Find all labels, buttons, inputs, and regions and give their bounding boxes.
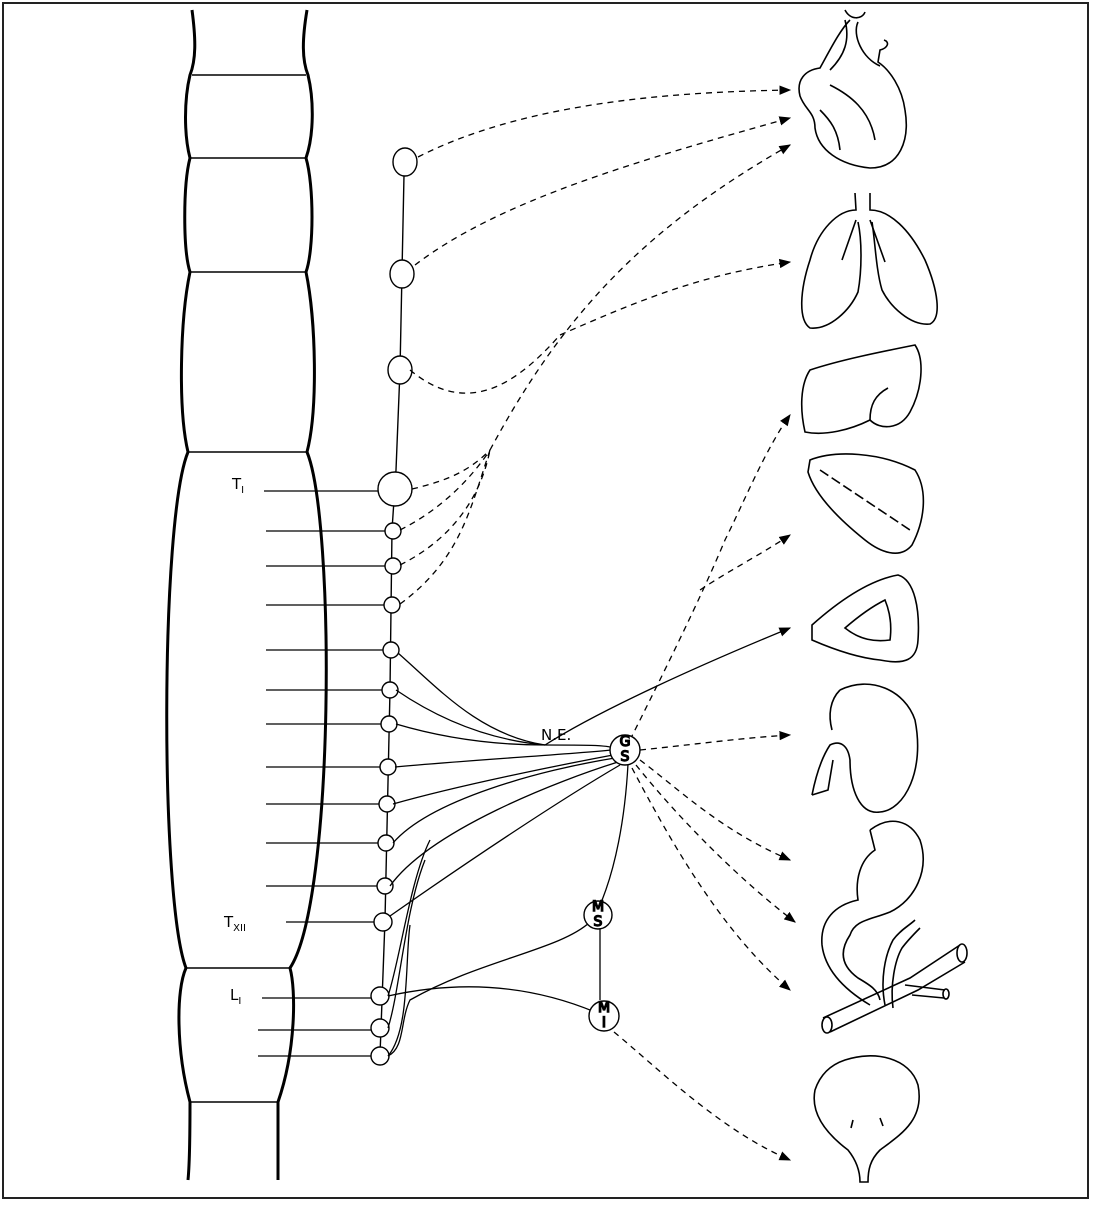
heart-icon — [799, 10, 906, 168]
chain-ganglion — [382, 682, 398, 698]
chain-ganglion — [380, 759, 396, 775]
chain-ganglion — [393, 148, 417, 176]
superior-mesenteric-ganglion-ms: M S — [584, 899, 612, 930]
prevertebral-ganglia: G S M S M I — [584, 734, 640, 1031]
label-ne: N.E. — [541, 726, 571, 744]
svg-text:S: S — [594, 914, 603, 930]
chain-ganglion — [378, 472, 412, 506]
stomach-icon — [822, 821, 923, 1005]
inferior-mesenteric-ganglion-mi: M I — [589, 1000, 619, 1031]
chain-ganglion — [371, 1019, 389, 1037]
spleen-icon — [808, 454, 923, 553]
spinal-nerve-roots — [258, 491, 386, 1056]
chain-ganglion — [385, 558, 401, 574]
chain-ganglion — [378, 835, 394, 851]
segment-dividers — [186, 75, 307, 1102]
svg-text:S: S — [621, 749, 630, 765]
chain-ganglion — [374, 913, 392, 931]
target-organs — [799, 10, 967, 1182]
segment-labels: TI TXII LI — [223, 475, 246, 1007]
pancreas-icon — [812, 575, 918, 662]
chain-ganglion — [385, 523, 401, 539]
lungs-icon — [802, 193, 937, 328]
intestine-icon — [822, 920, 967, 1033]
kidney-icon — [812, 684, 918, 812]
label-t12: TXII — [223, 913, 246, 934]
spinal-cord — [167, 10, 327, 1180]
bladder-icon — [814, 1056, 919, 1182]
svg-text:M: M — [598, 1000, 610, 1016]
svg-text:M: M — [592, 899, 604, 915]
chain-ganglion — [384, 597, 400, 613]
liver-icon — [802, 345, 921, 433]
label-l1: LI — [230, 986, 241, 1007]
celiac-ganglion-gs: G S — [610, 734, 640, 765]
chain-ganglion — [388, 356, 412, 384]
chain-ganglion — [381, 716, 397, 732]
chain-ganglion — [371, 987, 389, 1005]
label-t1: TI — [231, 475, 244, 496]
chain-ganglion — [371, 1047, 389, 1065]
svg-text:I: I — [602, 1015, 606, 1031]
spinal-cord-right-edge — [278, 10, 326, 1180]
svg-text:G: G — [620, 734, 631, 750]
chain-ganglion — [379, 796, 395, 812]
preganglionic-fibres — [388, 628, 790, 1056]
chain-ganglion — [390, 260, 414, 288]
figure-frame — [3, 3, 1088, 1198]
spinal-cord-left-edge — [167, 10, 195, 1180]
chain-ganglion — [383, 642, 399, 658]
